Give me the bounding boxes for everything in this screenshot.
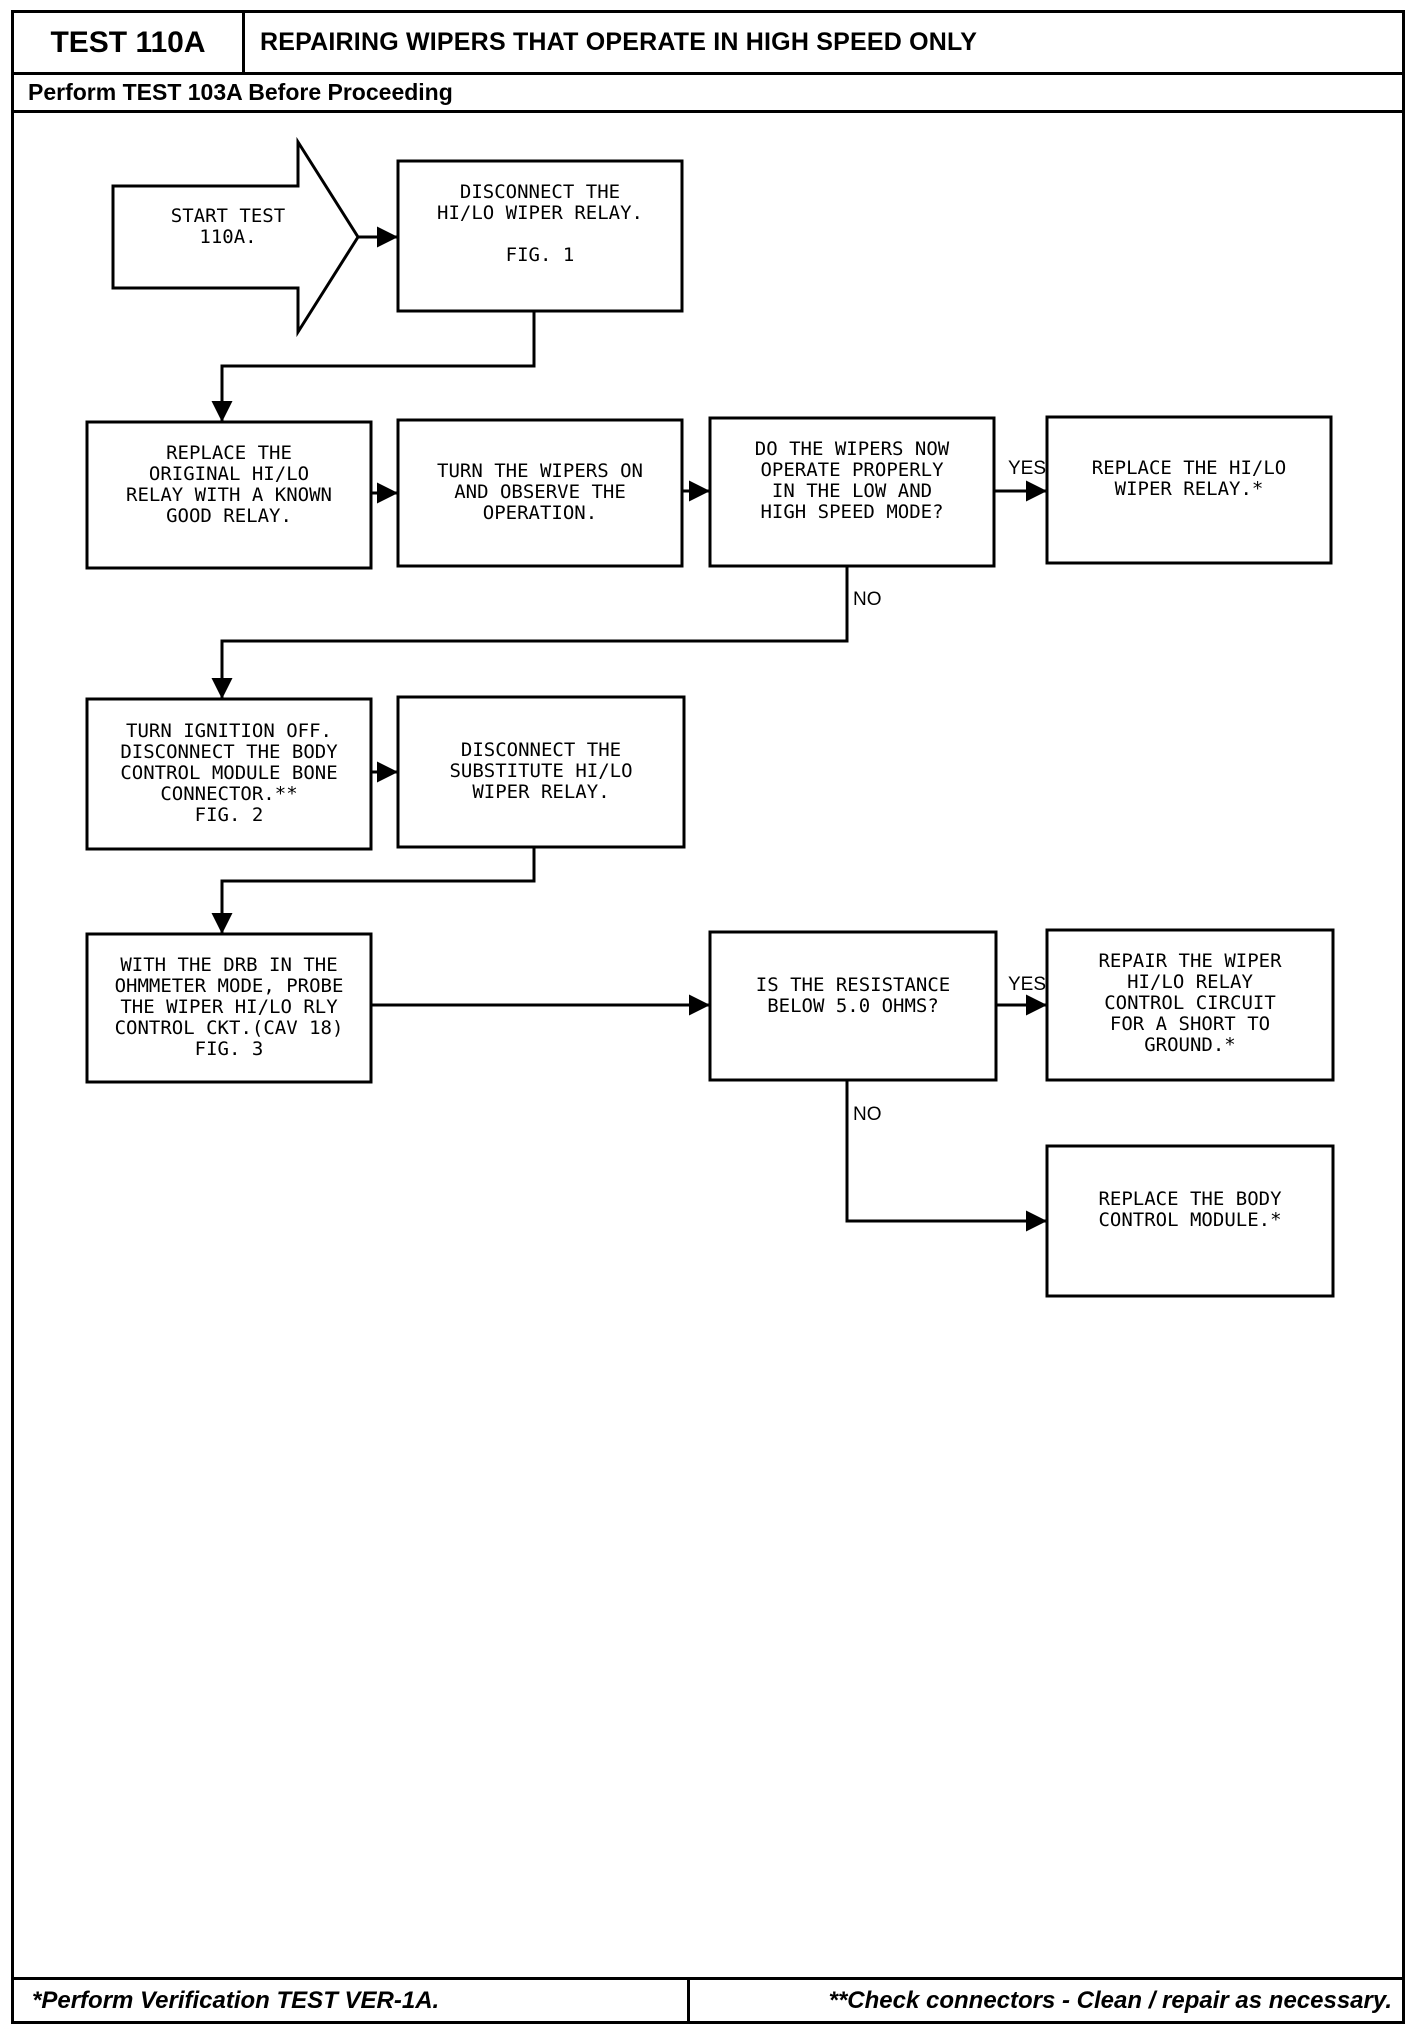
text-line: IS THE RESISTANCE bbox=[756, 974, 950, 996]
text-line: CONTROL MODULE BONE bbox=[120, 762, 337, 784]
text-line: OPERATION. bbox=[483, 502, 597, 524]
text-line: THE WIPER HI/LO RLY bbox=[120, 996, 338, 1018]
text-line: CONTROL CIRCUIT bbox=[1104, 992, 1276, 1014]
text-line: CONTROL CKT.(CAV 18) bbox=[115, 1017, 344, 1039]
no-label-1: NO bbox=[853, 589, 882, 610]
page-frame: TEST 110A REPAIRING WIPERS THAT OPERATE … bbox=[11, 10, 1405, 2024]
footer-verification-note: *Perform Verification TEST VER-1A. bbox=[32, 1987, 440, 2014]
text-line: DO THE WIPERS NOW bbox=[755, 438, 950, 460]
arrow-resistance-no bbox=[845, 1080, 1047, 1232]
text-line: OHMMETER MODE, PROBE bbox=[115, 975, 344, 997]
text-line: WIPER RELAY.* bbox=[1115, 478, 1264, 500]
title-row: TEST 110A REPAIRING WIPERS THAT OPERATE … bbox=[14, 13, 1402, 75]
text-line: TURN THE WIPERS ON bbox=[437, 460, 643, 482]
prerequisite-note: Perform TEST 103A Before Proceeding bbox=[28, 79, 453, 105]
text-line: FIG. 3 bbox=[195, 1038, 264, 1060]
yes-label-2: YES bbox=[1008, 974, 1046, 995]
test-id: TEST 110A bbox=[14, 13, 245, 72]
text-line: REPAIR THE WIPER bbox=[1098, 950, 1282, 972]
text-line: FIG. 1 bbox=[506, 244, 575, 266]
yes-label-1: YES bbox=[1008, 458, 1046, 479]
text-line: DISCONNECT THE bbox=[461, 739, 621, 761]
text-line: IN THE LOW AND bbox=[772, 480, 932, 502]
text-line: OPERATE PROPERLY bbox=[760, 459, 944, 481]
text-line: WIPER RELAY. bbox=[472, 781, 609, 803]
text-line: 110A. bbox=[199, 226, 256, 248]
footer-row: *Perform Verification TEST VER-1A. **Che… bbox=[14, 1977, 1402, 2021]
arrow-disconnect-to-replace-original bbox=[211, 311, 536, 422]
footer-divider bbox=[687, 1980, 690, 2021]
text-line: CONNECTOR.** bbox=[160, 783, 297, 805]
text-line: SUBSTITUTE HI/LO bbox=[449, 760, 632, 782]
test-title: REPAIRING WIPERS THAT OPERATE IN HIGH SP… bbox=[260, 28, 978, 56]
prerequisite-row: Perform TEST 103A Before Proceeding bbox=[14, 75, 1402, 113]
text-line: DISCONNECT THE bbox=[460, 181, 620, 203]
text-line: HI/LO WIPER RELAY. bbox=[437, 202, 643, 224]
text-line: REPLACE THE bbox=[166, 442, 292, 464]
text-line: WITH THE DRB IN THE bbox=[120, 954, 337, 976]
text-line: FIG. 2 bbox=[195, 804, 264, 826]
text-line: DISCONNECT THE BODY bbox=[120, 741, 338, 763]
text-line bbox=[534, 223, 545, 245]
text-line: REPLACE THE HI/LO bbox=[1092, 457, 1286, 479]
text-line: HI/LO RELAY bbox=[1127, 971, 1253, 993]
arrow-substitute-to-probe bbox=[211, 847, 536, 934]
text-line: START TEST bbox=[171, 205, 285, 227]
arrow-question-no bbox=[211, 566, 849, 699]
text-line: GROUND.* bbox=[1144, 1034, 1236, 1056]
footer-connectors-note: **Check connectors - Clean / repair as n… bbox=[828, 1987, 1392, 2014]
text-line: REPLACE THE BODY bbox=[1098, 1188, 1282, 1210]
text-line: GOOD RELAY. bbox=[166, 505, 292, 527]
text-line: HIGH SPEED MODE? bbox=[760, 501, 943, 523]
text-line: CONTROL MODULE.* bbox=[1098, 1209, 1281, 1231]
no-label-2: NO bbox=[853, 1104, 882, 1125]
text-line: RELAY WITH A KNOWN bbox=[126, 484, 332, 506]
text-line: ORIGINAL HI/LO bbox=[149, 463, 309, 485]
text-line: BELOW 5.0 OHMS? bbox=[767, 995, 939, 1017]
text-line: AND OBSERVE THE bbox=[454, 481, 626, 503]
text-line: TURN IGNITION OFF. bbox=[126, 720, 332, 742]
text-line: FOR A SHORT TO bbox=[1110, 1013, 1270, 1035]
